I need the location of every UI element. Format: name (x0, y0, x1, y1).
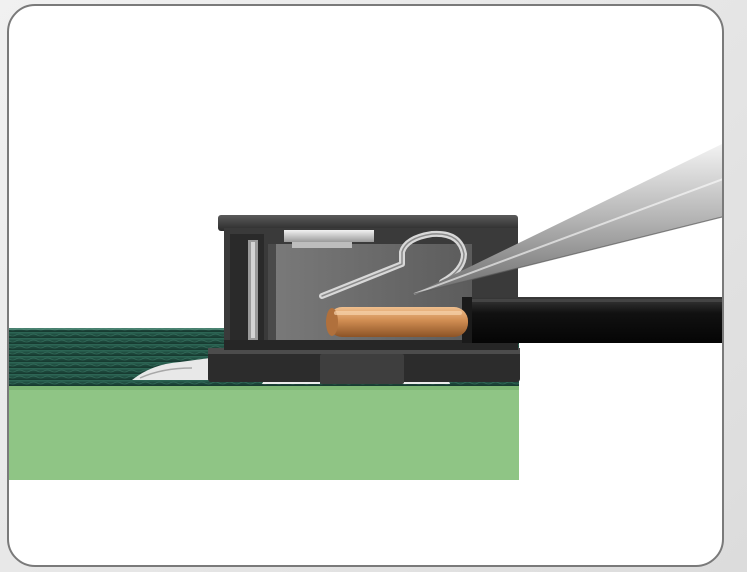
connector-diagram (9, 143, 722, 480)
illustration-panel (7, 4, 724, 567)
release-tool-icon (413, 143, 722, 295)
copper-conductor-icon (326, 307, 468, 337)
spring-contact-icon (319, 230, 467, 299)
wire-insulation-icon (462, 297, 722, 343)
